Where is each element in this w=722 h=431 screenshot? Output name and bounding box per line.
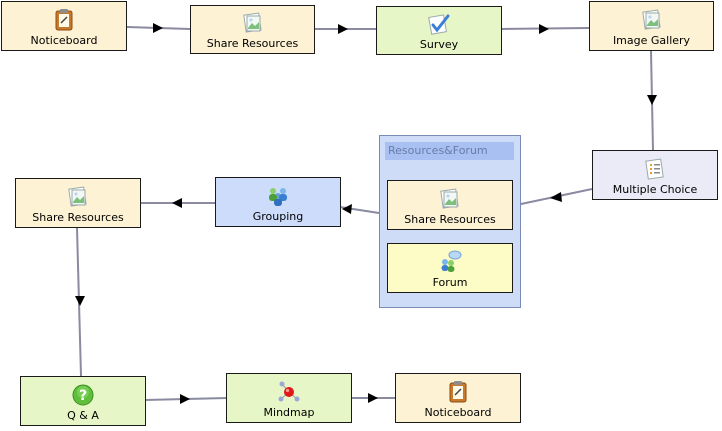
activity-multiple-choice[interactable]: Multiple Choice [592,150,718,200]
question-mark-icon: ? [72,384,94,406]
node-label: Multiple Choice [612,183,698,196]
node-label: Share Resources [404,213,496,226]
molecule-icon [278,381,300,402]
activity-share-resources-1[interactable]: Share Resources [190,5,315,54]
activity-grouping[interactable]: Grouping [215,177,341,227]
picture-icon [641,9,661,30]
arrowhead [180,394,190,404]
clipboard-icon [55,9,73,31]
arrowhead [368,393,378,403]
node-label: Image Gallery [612,34,691,47]
activity-image-gallery[interactable]: Image Gallery [589,1,714,51]
activity-forum[interactable]: Forum [387,243,513,293]
arrowhead [539,24,549,34]
arrowhead [342,204,352,214]
activity-mindmap[interactable]: Mindmap [226,373,352,423]
picture-icon [68,186,87,207]
activity-qa[interactable]: ? Q & A [20,376,146,426]
node-label: Share Resources [206,37,299,50]
arrowhead [153,23,163,33]
node-label: Share Resources [32,211,124,224]
container-title: Resources&Forum [385,142,514,160]
activity-share-resources-3[interactable]: Share Resources [15,178,141,228]
activity-survey[interactable]: Survey [376,6,502,55]
clipboard-icon [449,381,467,403]
users-speech-icon [441,250,462,272]
node-label: Q & A [67,409,99,422]
node-label: Noticeboard [30,34,98,47]
checkmark-form-icon [428,14,450,35]
activity-noticeboard-1[interactable]: Noticeboard [1,1,127,51]
svg-text:?: ? [79,388,87,404]
node-label: Grouping [252,210,304,223]
activity-share-resources-2[interactable]: Share Resources [387,180,513,230]
group-users-icon [269,188,287,206]
node-label: Forum [432,276,468,289]
picture-icon [242,12,262,33]
arrowhead [647,95,657,105]
resources-forum-container[interactable]: Resources&Forum Share Resources Forum [379,135,521,308]
node-label: Mindmap [263,406,315,419]
arrowhead [172,198,182,208]
node-label: Noticeboard [424,406,492,419]
picture-icon [440,188,459,209]
activity-noticeboard-2[interactable]: Noticeboard [395,373,521,423]
arrowhead [338,24,348,34]
node-label: Survey [419,38,459,51]
checklist-icon [645,158,664,180]
arrowhead [550,192,562,202]
arrowhead [75,296,85,306]
